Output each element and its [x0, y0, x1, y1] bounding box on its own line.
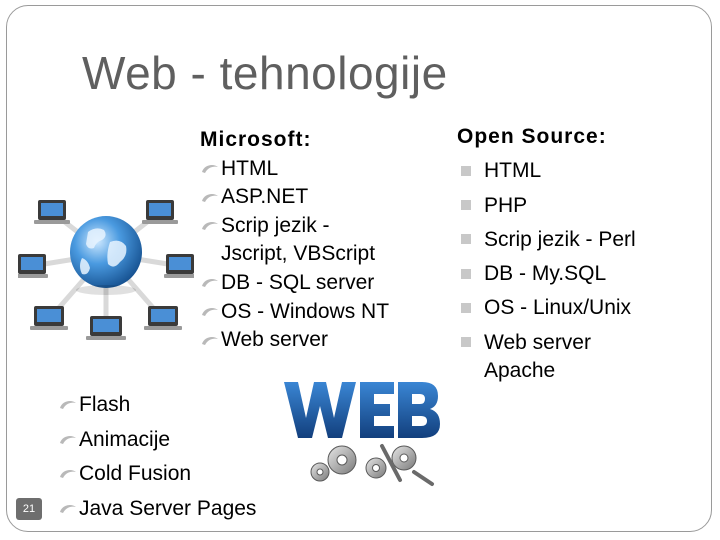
globe-network-icon [18, 200, 194, 340]
swirl-bullet-icon [200, 276, 220, 290]
microsoft-list: Microsoft: HTML ASP.NET Scrip jezik - Js… [200, 126, 389, 355]
list-item: OS - Windows NT [200, 298, 389, 327]
swirl-bullet-icon [58, 433, 78, 447]
list-item: Animacije [58, 423, 256, 458]
swirl-bullet-icon [58, 398, 78, 412]
swirl-bullet-icon [200, 334, 220, 348]
list-item: Flash [58, 388, 256, 423]
open-source-list: Open Source: HTML PHP Scrip jezik - Perl… [457, 120, 636, 385]
square-bullet-icon [461, 337, 471, 348]
slide-frame [6, 5, 712, 532]
swirl-bullet-icon [58, 467, 78, 481]
list-item: ASP.NET [200, 183, 389, 212]
swirl-bullet-icon [200, 191, 220, 205]
list-item: Java Server Pages [58, 492, 256, 527]
list-item: Cold Fusion [58, 457, 256, 492]
microsoft-heading: Microsoft: [200, 128, 312, 151]
page-number-badge: 21 [16, 498, 42, 520]
list-item: Scrip jezik - [200, 212, 389, 241]
list-item: DB - My.SQL [457, 257, 636, 291]
square-bullet-icon [461, 165, 471, 176]
swirl-bullet-icon [200, 305, 220, 319]
list-item: OS - Linux/Unix [457, 291, 636, 325]
list-item: Web server [200, 326, 389, 355]
square-bullet-icon [461, 268, 471, 279]
square-bullet-icon [461, 200, 471, 211]
swirl-bullet-icon [200, 219, 220, 233]
list-item: HTML [457, 154, 636, 188]
square-bullet-icon [461, 234, 471, 245]
slide-title: Web - tehnologije [82, 47, 448, 99]
list-item: PHP [457, 189, 636, 223]
open-source-heading: Open Source: [457, 125, 607, 148]
list-item-continuation: Jscript, VBScript [221, 242, 376, 266]
swirl-bullet-icon [58, 502, 78, 516]
web-logo-icon [284, 382, 440, 486]
list-item: DB - SQL server [200, 269, 389, 298]
square-bullet-icon [461, 302, 471, 313]
list-item-continuation: Apache [484, 358, 556, 382]
list-item: HTML [200, 155, 389, 184]
list-item: Scrip jezik - Perl [457, 223, 636, 257]
other-technologies-list: Flash Animacije Cold Fusion Java Server … [58, 388, 256, 526]
list-item: Web server [457, 326, 636, 357]
swirl-bullet-icon [200, 162, 220, 176]
